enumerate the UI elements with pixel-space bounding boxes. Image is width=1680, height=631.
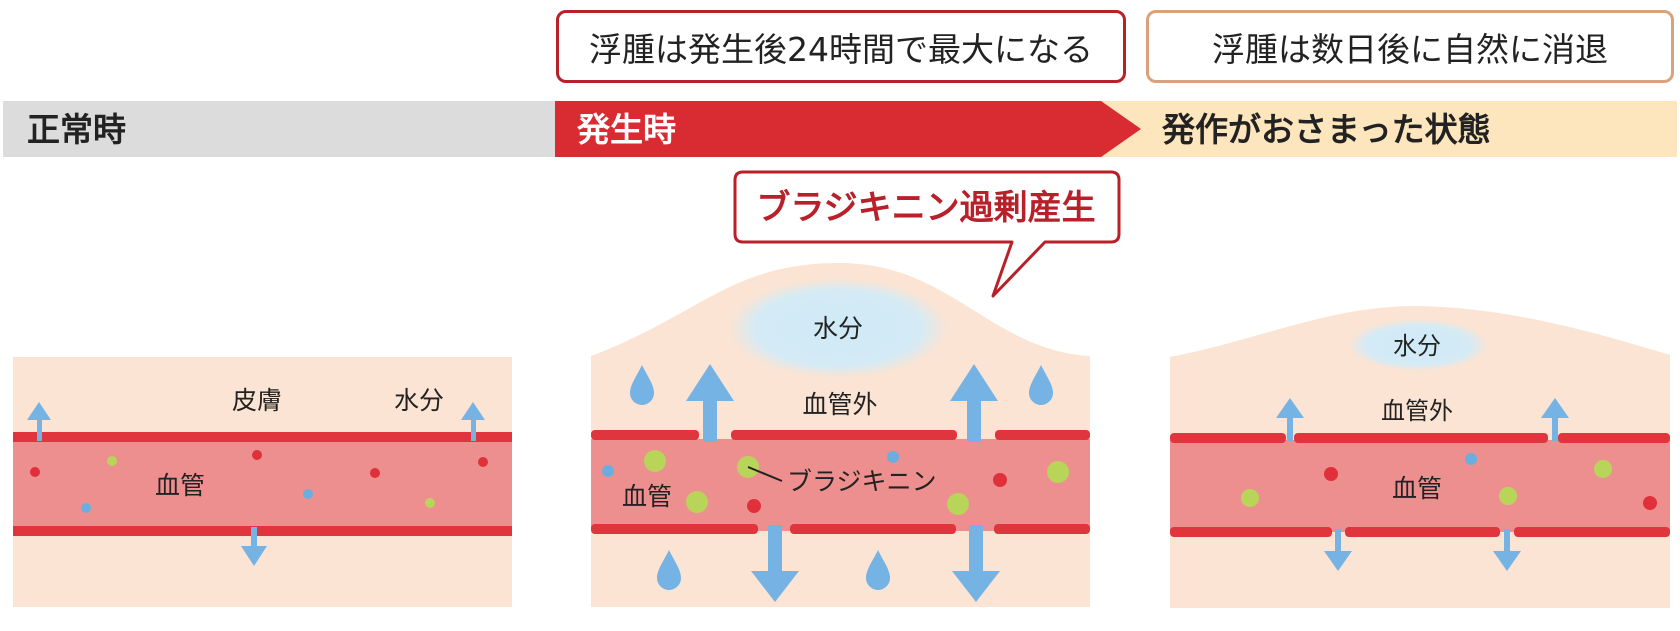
vessel-label: 血管 [1392,474,1442,503]
arrow-down-icon [1324,529,1352,571]
vessel-particles [602,450,1069,515]
timeline-bar: 正常時 発生時 発作がおさまった状態 [3,101,1677,157]
skin-label: 皮膚 [232,386,282,415]
resolve-note-text: 浮腫は数日後に自然に消退 [1212,29,1608,69]
water-pool-label: 水分 [813,314,863,343]
vessel-wall-top [13,432,512,442]
arrow-down-icon [1493,529,1521,571]
vessel-wall-bottom [13,526,512,536]
timeline-subsided-label: 発作がおさまった状態 [1162,110,1491,149]
vessel-wall-bottom [591,524,1090,534]
vessel-wall-top [591,430,1090,440]
blood-vessel [13,439,512,531]
arrow-up-icon [461,402,485,441]
outside-vessel-label: 血管外 [802,390,877,419]
arrow-down-icon [952,525,1000,602]
blood-vessel [591,439,1090,531]
peak-note-box: 浮腫は発生後24時間で最大になる [556,10,1126,83]
water-pool-label: 水分 [1393,332,1441,360]
callout-text: ブラジキニン過剰産生 [756,188,1095,228]
resolve-note-box: 浮腫は数日後に自然に消退 [1146,10,1674,83]
arrow-down-icon [241,527,267,566]
panel-subsided: 水分 血管外 血管 [1170,305,1670,608]
vessel-particles [30,450,488,513]
panel-normal: 皮膚 水分 血管 [13,357,512,607]
vessel-label: 血管 [622,482,672,511]
bradykinin-pointer-line [747,466,783,482]
timeline-normal-label: 正常時 [27,110,126,149]
arrow-up-icon [27,402,51,441]
outside-vessel-label: 血管外 [1381,397,1453,425]
vessel-wall-bottom [1170,527,1670,537]
water-pool [728,278,948,378]
water-label: 水分 [394,386,444,415]
water-pool [1348,319,1488,371]
timeline-subsided-segment [1100,101,1677,157]
arrow-up-icon [686,364,734,442]
timeline-onset-label: 発生時 [577,110,676,149]
arrow-up-icon [1276,398,1304,441]
timeline-normal-segment [3,101,555,157]
bradykinin-label: ブラジキニン [787,467,937,496]
panel-onset: 水分 ブラジキニン 血管 血管外 [591,170,1121,607]
blood-vessel [1170,440,1670,532]
bradykinin-callout: ブラジキニン過剰産生 [733,170,1121,298]
vessel-wall-top [1170,433,1670,443]
arrow-up-icon [950,364,998,442]
arrow-up-icon [1541,398,1569,441]
peak-note-text: 浮腫は発生後24時間で最大になる [589,29,1093,69]
vessel-particles [1241,453,1657,510]
arrow-down-icon [751,525,799,602]
vessel-label: 血管 [155,471,205,500]
timeline-onset-arrow [555,101,1141,157]
